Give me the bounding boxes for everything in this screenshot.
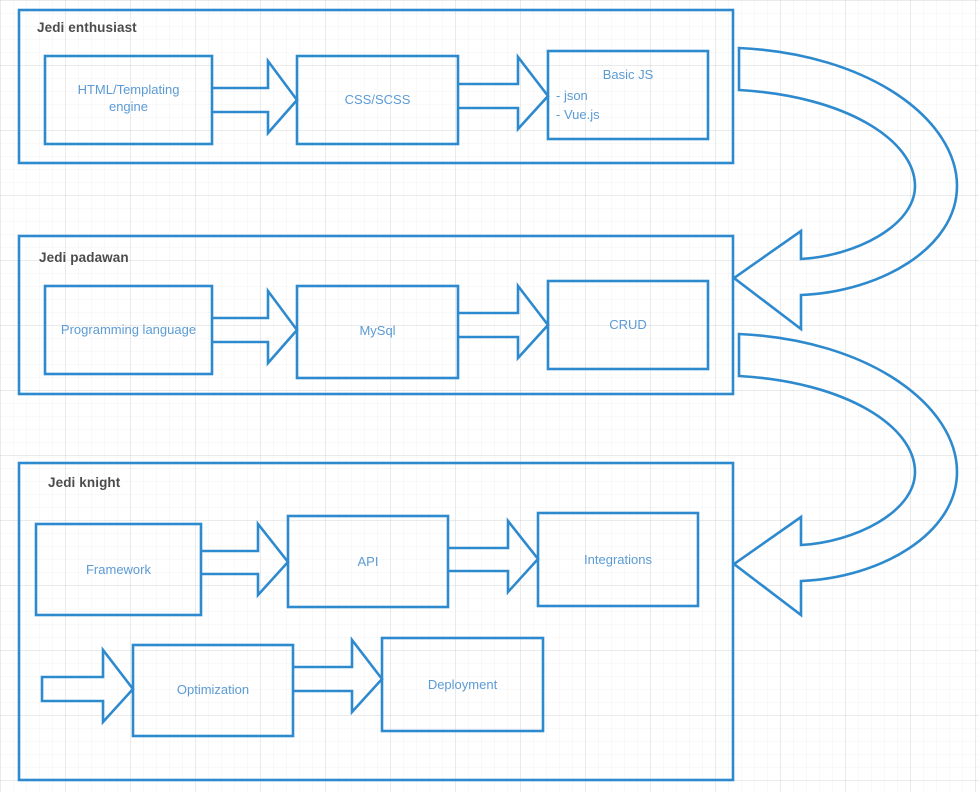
arrow-programming-to-mysql	[212, 287, 299, 367]
node-box-optimization[interactable]	[131, 643, 295, 738]
section-container-jedi-enthusiast	[17, 8, 735, 165]
section-title-jedi-enthusiast: Jedi enthusiast	[37, 20, 137, 35]
node-box-html-templating-engine[interactable]	[43, 54, 214, 146]
node-box-deployment[interactable]	[380, 636, 545, 733]
section-title-jedi-knight: Jedi knight	[48, 475, 121, 490]
node-box-integrations[interactable]	[536, 511, 700, 608]
arrow-mysql-to-crud	[458, 282, 550, 362]
arrow-framework-to-api	[201, 520, 290, 599]
curved-arrow-padawan-to-knight	[731, 332, 959, 618]
curved-arrow-enthusiast-to-padawan	[731, 46, 959, 332]
node-box-api[interactable]	[286, 514, 450, 609]
section-title-jedi-padawan: Jedi padawan	[39, 250, 129, 265]
node-bullets-basic-js: - json - Vue.js	[556, 88, 600, 122]
node-box-framework[interactable]	[34, 522, 203, 617]
section-container-jedi-knight	[17, 461, 735, 782]
node-box-crud[interactable]	[546, 279, 710, 371]
arrow-css-to-basicjs	[458, 53, 550, 133]
section-container-jedi-padawan	[17, 234, 735, 396]
node-box-css-scss[interactable]	[295, 54, 460, 146]
arrow-optimization-to-deployment	[293, 636, 384, 716]
arrow-html-to-css	[212, 57, 299, 137]
node-box-programming-language[interactable]	[43, 284, 214, 376]
arrow-api-to-integrations	[448, 517, 540, 596]
node-box-mysql[interactable]	[295, 284, 460, 380]
arrow-inbound-to-optimization	[40, 646, 135, 726]
